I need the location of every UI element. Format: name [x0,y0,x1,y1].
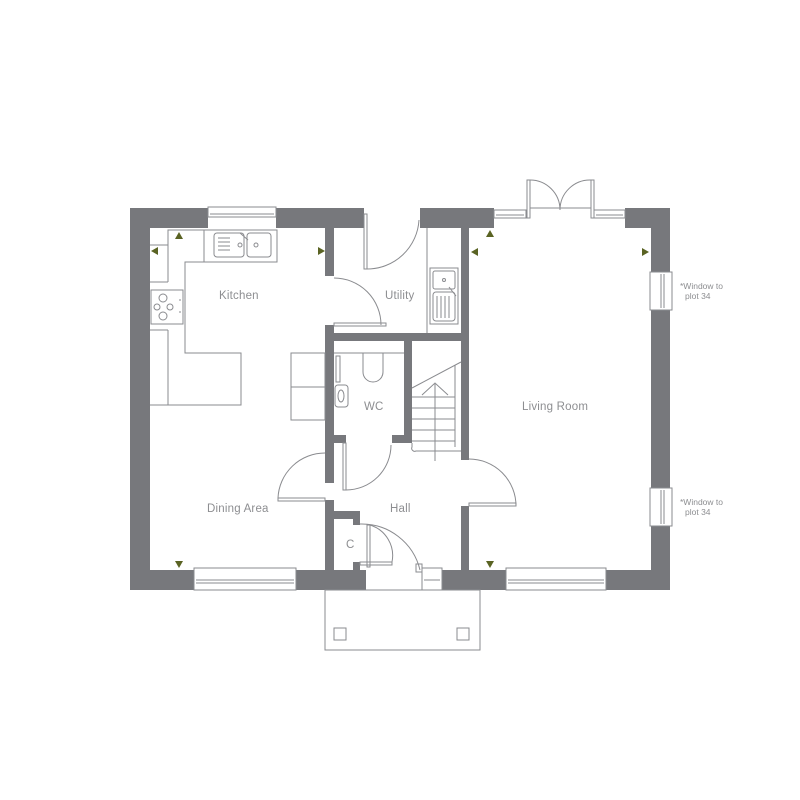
window-note-lower-line1: *Window to [680,497,723,507]
room-label-living-room: Living Room [522,401,589,413]
room-label-kitchen: Kitchen [219,290,259,302]
arrow-left-icon [471,248,478,256]
window-note-upper: *Window to plot 34 [680,281,723,301]
window-note-lower-line2: plot 34 [685,507,711,517]
fixtures [150,228,481,651]
arrow-down-icon [175,561,183,568]
doors [277,179,595,573]
arrow-right-icon [318,247,325,255]
arrow-markers [151,230,649,568]
windows [193,206,673,591]
arrow-down-icon [486,561,494,568]
room-label-dining-area: Dining Area [207,503,269,515]
window-note-upper-line1: *Window to [680,281,723,291]
room-label-utility: Utility [385,290,415,302]
arrow-right-icon [642,248,649,256]
room-label-hall: Hall [390,503,411,515]
room-label-cupboard: C [346,539,355,551]
walls [130,208,670,590]
room-label-wc: WC [364,401,384,413]
window-note-lower: *Window to plot 34 [680,497,723,517]
arrow-up-icon [175,232,183,239]
arrow-up-icon [486,230,494,237]
arrow-left-icon [151,247,158,255]
window-note-upper-line2: plot 34 [685,291,711,301]
